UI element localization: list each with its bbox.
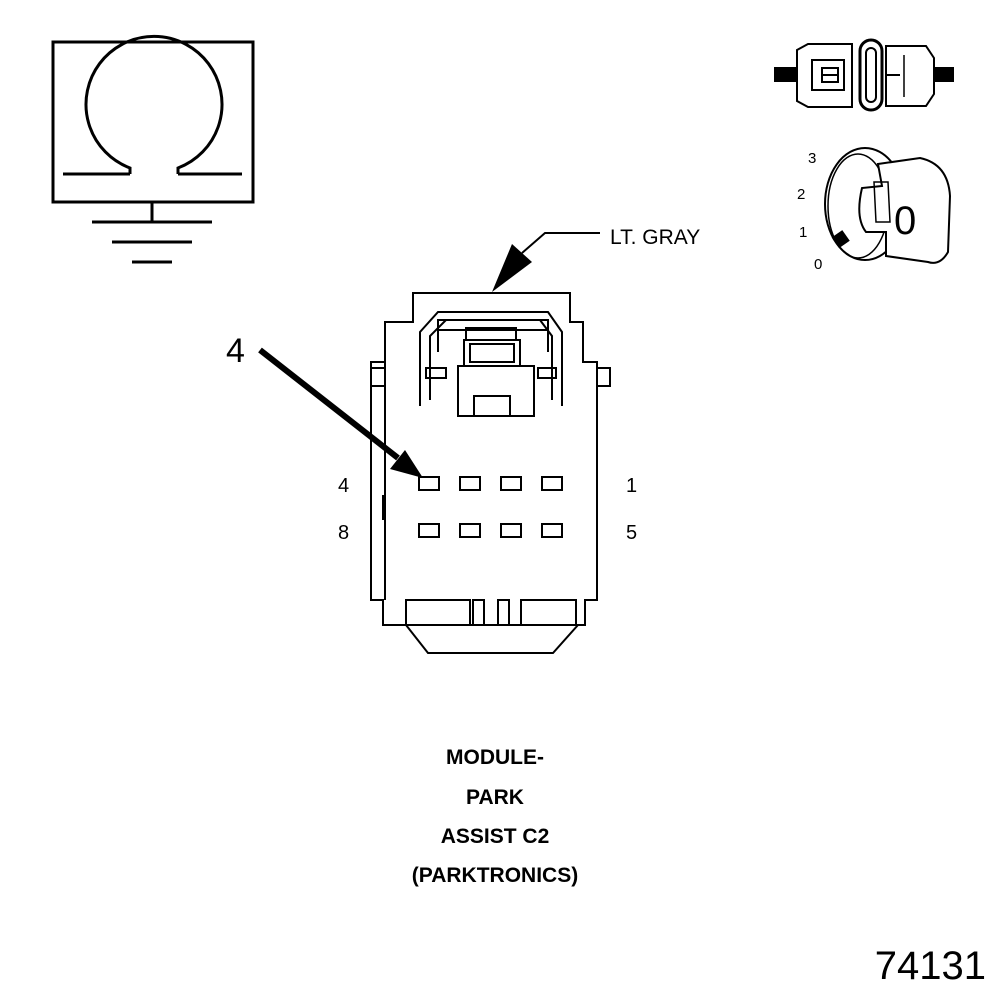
color-callout-leader: [492, 232, 600, 292]
pin-cavity-8: [418, 523, 440, 538]
figure-number: 74131: [874, 944, 986, 988]
pin-callout-arrow: [258, 347, 423, 478]
pin-cavity-6: [500, 523, 522, 538]
ignition-position-3: 3: [808, 150, 816, 167]
pin-cavity-1: [541, 476, 563, 491]
connector-pin-cavities: [418, 476, 563, 538]
connector-color-label: LT. GRAY: [610, 226, 700, 249]
pin-cavity-5: [541, 523, 563, 538]
caption-line-3: ASSIST C2: [440, 825, 550, 848]
ignition-key-label: 0: [894, 199, 916, 243]
pin-label-1: 1: [626, 475, 637, 497]
connector-disconnect-icon: [774, 38, 954, 112]
ignition-position-1: 1: [799, 224, 807, 241]
pin-label-8: 8: [338, 522, 349, 544]
pin-cavity-7: [459, 523, 481, 538]
pin-cavity-3: [459, 476, 481, 491]
pin-cavity-4: [418, 476, 440, 491]
pin-cavity-2: [500, 476, 522, 491]
pin-callout-number: 4: [226, 332, 245, 370]
pin-label-5: 5: [626, 522, 637, 544]
ohmmeter-ground-icon: [51, 34, 255, 264]
caption-line-1: MODULE-: [446, 746, 544, 769]
pin-label-4: 4: [338, 475, 349, 497]
ignition-key-icon: [824, 147, 952, 264]
connector-c2-body: [370, 292, 611, 654]
ignition-position-2: 2: [797, 186, 805, 203]
ignition-position-0: 0: [814, 256, 822, 273]
caption-line-4: (PARKTRONICS): [411, 864, 579, 887]
caption-line-2: PARK: [466, 786, 524, 809]
